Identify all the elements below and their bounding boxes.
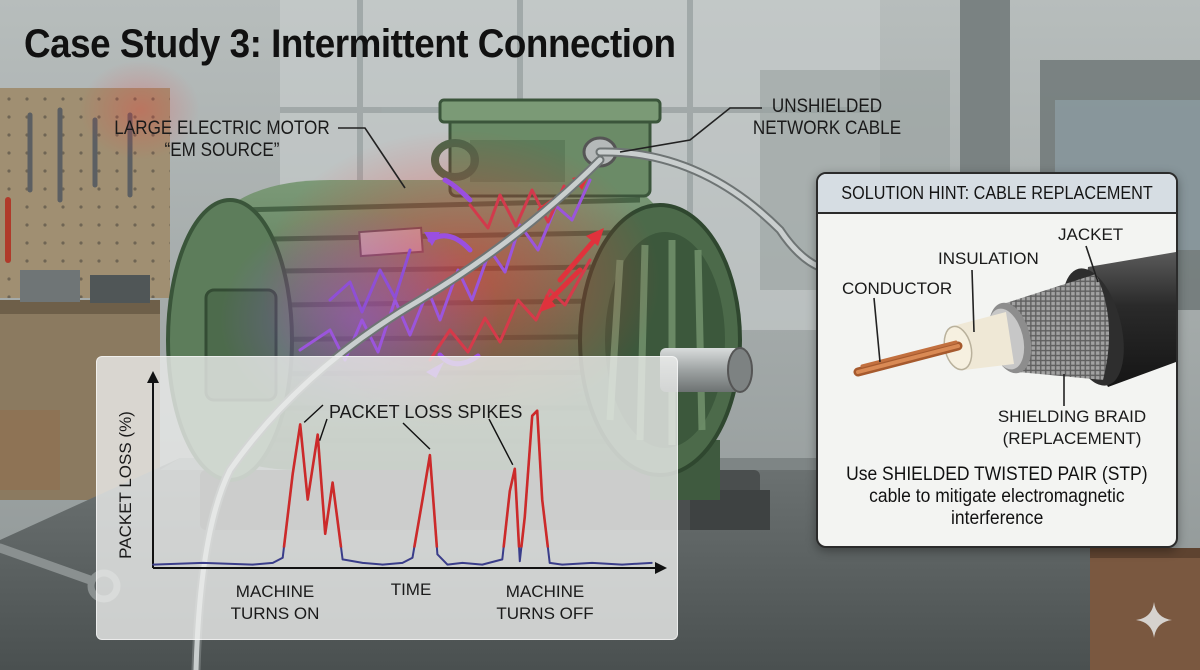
data-point bbox=[361, 562, 364, 564]
machine-on-line1: MACHINE bbox=[236, 582, 314, 601]
packet-loss-chart-panel: PACKET LOSS (%) PACKET LOSS SPIKES TIME … bbox=[96, 356, 678, 640]
x-axis-label: TIME bbox=[391, 580, 432, 599]
data-point bbox=[271, 562, 274, 564]
braid-label-line2: (REPLACEMENT) bbox=[1003, 429, 1142, 448]
solution-hint-panel: SOLUTION HINT: CABLE REPLACEMENT bbox=[816, 172, 1178, 548]
leader-line bbox=[488, 418, 514, 466]
data-point bbox=[548, 562, 551, 564]
conductor-label: CONDUCTOR bbox=[842, 279, 952, 298]
chart-axes bbox=[147, 371, 667, 574]
data-point bbox=[501, 558, 504, 561]
data-point bbox=[461, 562, 464, 564]
data-point bbox=[508, 490, 511, 492]
data-point bbox=[536, 409, 539, 412]
packet-loss-chart: PACKET LOSS (%) PACKET LOSS SPIKES TIME … bbox=[116, 371, 667, 623]
cable-label-line2: NETWORK CABLE bbox=[752, 118, 902, 139]
data-point bbox=[401, 562, 404, 564]
data-point bbox=[518, 560, 521, 562]
data-point bbox=[202, 562, 204, 564]
braid-label-line1: SHIELDING BRAID bbox=[998, 407, 1146, 426]
leader-line bbox=[303, 404, 324, 423]
data-point bbox=[446, 563, 449, 566]
machine-off-line1: MACHINE bbox=[506, 582, 584, 601]
data-point bbox=[436, 553, 439, 556]
solution-hint-heading-text: SOLUTION HINT: CABLE REPLACEMENT bbox=[841, 183, 1153, 203]
stp-cable-diagram: CONDUCTOR INSULATION JACKET SHIELDING BR… bbox=[842, 225, 1176, 448]
sparkle-icon bbox=[1136, 602, 1172, 638]
data-point bbox=[381, 563, 384, 566]
data-point bbox=[651, 562, 653, 564]
data-point bbox=[621, 563, 623, 566]
machine-on-line2: TURNS ON bbox=[231, 604, 320, 623]
jacket-label: JACKET bbox=[1058, 225, 1123, 244]
motor-label: LARGE ELECTRIC MOTOR “EM SOURCE” bbox=[105, 118, 339, 162]
solution-line2: cable to mitigate electromagnetic bbox=[869, 486, 1125, 507]
data-point bbox=[421, 498, 424, 501]
leader-line bbox=[319, 418, 328, 441]
cable-label-line1: UNSHIELDED bbox=[771, 96, 883, 117]
x-axis-arrow bbox=[655, 562, 667, 574]
solution-line1: Use SHIELDED TWISTED PAIR (STP) bbox=[846, 464, 1148, 485]
data-point bbox=[531, 415, 534, 417]
data-point bbox=[541, 498, 544, 501]
cable-conductor bbox=[853, 340, 963, 377]
data-point bbox=[324, 533, 326, 535]
data-point bbox=[331, 481, 334, 484]
solution-line3: interference bbox=[950, 508, 1044, 529]
data-point bbox=[411, 556, 414, 559]
data-point bbox=[316, 433, 319, 436]
data-point bbox=[252, 563, 254, 566]
data-point bbox=[513, 468, 516, 470]
leader-line bbox=[402, 422, 431, 450]
solution-hint-heading: SOLUTION HINT: CABLE REPLACEMENT bbox=[818, 174, 1176, 214]
cable-label: UNSHIELDED NETWORK CABLE bbox=[751, 96, 904, 140]
machine-off-line2: TURNS OFF bbox=[496, 604, 593, 623]
y-axis-arrow bbox=[147, 371, 159, 383]
data-point bbox=[152, 563, 154, 566]
spike-leader-lines bbox=[303, 404, 514, 466]
data-point bbox=[429, 454, 431, 456]
data-point bbox=[281, 556, 284, 559]
spikes-annotation: PACKET LOSS SPIKES bbox=[329, 402, 522, 422]
baseline-trace bbox=[152, 409, 653, 566]
packet-loss-series bbox=[282, 409, 550, 548]
insulation-label: INSULATION bbox=[938, 249, 1039, 268]
motor-label-line2: “EM SOURCE” bbox=[164, 140, 280, 161]
data-point bbox=[523, 515, 526, 518]
data-point bbox=[291, 473, 294, 475]
data-point bbox=[306, 498, 309, 501]
motor-label-line1: LARGE ELECTRIC MOTOR bbox=[114, 118, 330, 139]
data-point bbox=[341, 558, 344, 561]
data-point bbox=[561, 563, 563, 566]
page-title: Case Study 3: Intermittent Connection bbox=[24, 22, 676, 66]
solution-text: Use SHIELDED TWISTED PAIR (STP) cable to… bbox=[828, 464, 1166, 530]
data-point bbox=[481, 563, 484, 566]
data-point bbox=[591, 562, 593, 564]
data-point bbox=[299, 423, 302, 426]
y-axis-label: PACKET LOSS (%) bbox=[116, 411, 135, 559]
chart-traces bbox=[152, 409, 653, 566]
